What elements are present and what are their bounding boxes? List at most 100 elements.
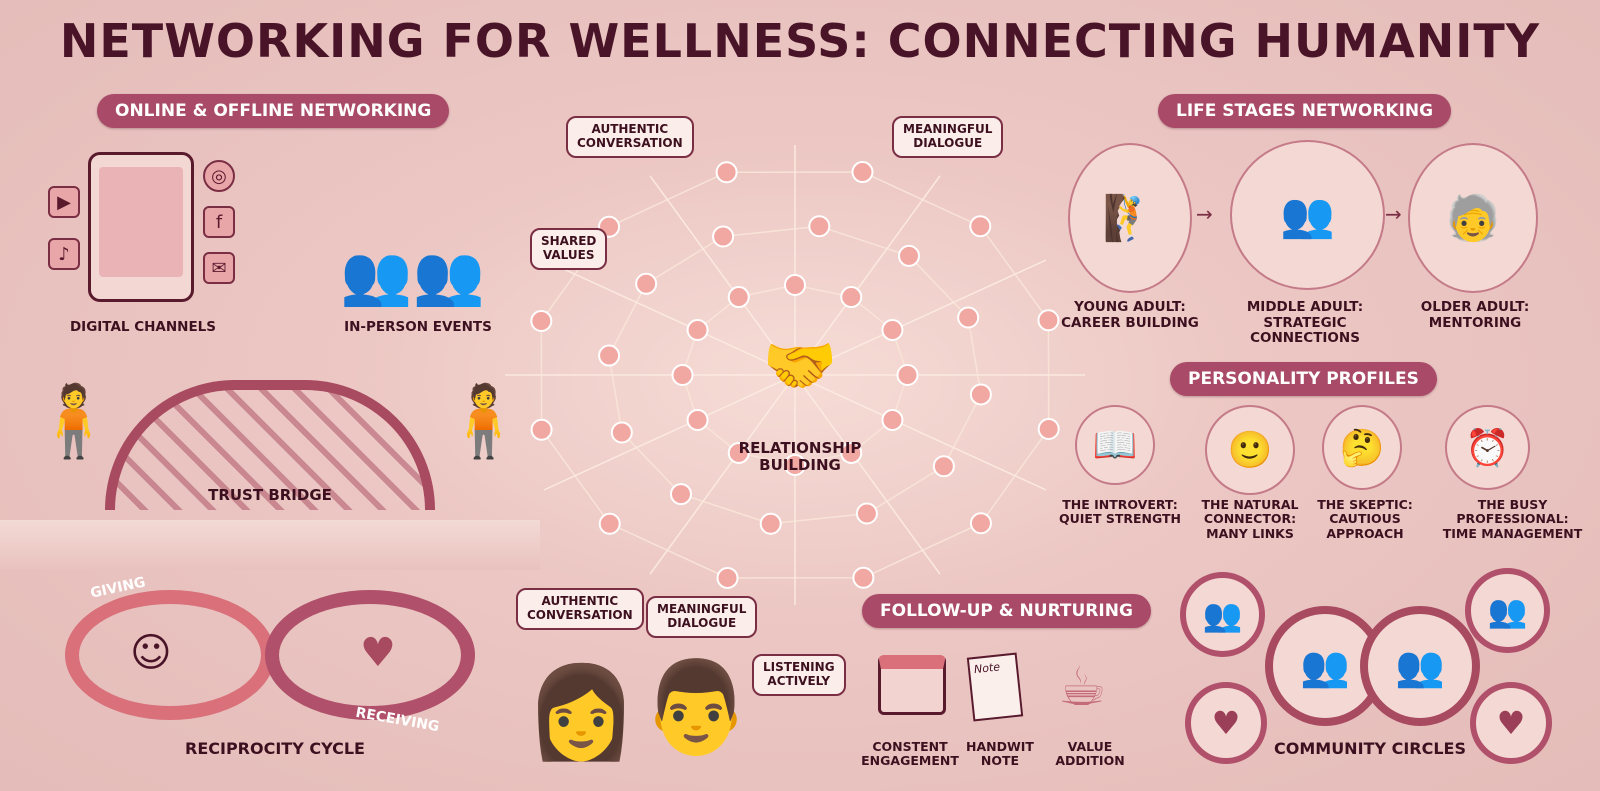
network-node — [712, 225, 735, 248]
woman-icon: 👩 — [525, 660, 638, 765]
middle-adult-illustration: 👥 — [1230, 140, 1385, 290]
tablet-icon — [88, 152, 194, 302]
in-person-events-label: IN-PERSON EVENTS — [344, 319, 492, 335]
web-spoke — [794, 374, 1047, 491]
personality-pill: PERSONALITY PROFILES — [1170, 362, 1437, 396]
network-node — [852, 566, 875, 589]
man-icon: 👨 — [640, 655, 753, 760]
tiktok-icon: ♪ — [48, 238, 80, 270]
life-stages-pill: LIFE STAGES NETWORKING — [1158, 94, 1452, 128]
personality-label: THE INTROVERT: QUIET STRENGTH — [1058, 497, 1182, 527]
network-node — [784, 454, 806, 476]
network-node — [881, 409, 904, 431]
globe-icon: ◎ — [203, 160, 235, 192]
network-node — [530, 418, 553, 441]
mail-icon: ✉ — [203, 252, 235, 284]
speech-bubble: AUTHENTIC CONVERSATION — [516, 588, 644, 630]
reciprocity-cycle-label: RECIPROCITY CYCLE — [185, 739, 365, 758]
introvert-illustration: 📖 — [1075, 405, 1155, 485]
network-node — [957, 306, 980, 329]
web-spoke — [794, 374, 941, 575]
network-node — [898, 244, 921, 267]
network-node — [530, 310, 553, 333]
people-group-icon: 👥👥 — [340, 241, 485, 309]
network-node — [669, 483, 692, 506]
life-stage-label: MIDDLE ADULT: STRATEGIC CONNECTIONS — [1246, 299, 1364, 347]
community-circle: 👥 — [1180, 572, 1265, 657]
network-node — [635, 272, 658, 295]
community-circles-label: COMMUNITY CIRCLES — [1274, 739, 1466, 758]
connector-illustration: 🙂 — [1205, 405, 1295, 495]
network-node — [686, 319, 709, 341]
network-node — [686, 409, 709, 431]
network-node — [716, 566, 739, 589]
web-spoke — [794, 259, 1047, 376]
network-node — [610, 421, 633, 444]
speech-bubble: MEANINGFUL DIALOGUE — [646, 596, 758, 638]
community-circle: 👥 — [1360, 606, 1480, 726]
personality-label: THE SKEPTIC: CAUTIOUS APPROACH — [1317, 497, 1413, 541]
skeptic-illustration: 🤔 — [1322, 405, 1402, 490]
network-node — [727, 286, 750, 309]
followup-item: HANDWIT NOTE — [966, 739, 1034, 769]
network-node — [1037, 309, 1060, 332]
network-node — [727, 441, 750, 464]
followup-item: CONSTENT ENGAGEMENT — [861, 739, 959, 769]
network-node — [784, 274, 806, 296]
community-circle: 👥 — [1465, 568, 1550, 653]
speech-bubble: SHARED VALUES — [530, 228, 608, 270]
network-node — [1037, 417, 1060, 440]
person-left-icon: 🧍 — [30, 380, 118, 462]
network-node — [855, 502, 878, 525]
young-adult-illustration: 🧗 — [1068, 143, 1192, 293]
web-spoke — [794, 175, 941, 376]
speech-bubble: LISTENING ACTIVELY — [752, 654, 846, 696]
relationship-building-label: RELATIONSHIP BUILDING — [738, 439, 862, 475]
web-spoke — [649, 374, 796, 575]
network-node — [969, 383, 992, 406]
network-node — [598, 512, 621, 535]
older-adult-illustration: 🧓 — [1408, 143, 1538, 293]
trust-bridge-label: TRUST BRIDGE — [208, 486, 332, 504]
followup-item: VALUE ADDITION — [1055, 739, 1125, 769]
web-spoke — [543, 374, 796, 491]
coffee-cup-icon: ☕ — [1058, 655, 1107, 718]
note-icon: Note — [966, 652, 1024, 722]
water — [0, 520, 540, 570]
handshake-icon: 🤝 — [762, 330, 838, 401]
life-stage-label: OLDER ADULT: MENTORING — [1420, 299, 1530, 331]
network-node — [759, 512, 782, 535]
busy-professional-illustration: ⏰ — [1445, 405, 1530, 490]
arrow-right-icon: → — [1385, 202, 1402, 226]
video-icon: ▶ — [48, 186, 80, 218]
network-node — [896, 364, 919, 386]
network-node — [715, 161, 738, 184]
web-spoke — [649, 175, 796, 376]
online-offline-pill: ONLINE & OFFLINE NETWORKING — [97, 94, 450, 128]
network-node — [671, 364, 694, 386]
page-title: NETWORKING FOR WELLNESS: CONNECTING HUMA… — [59, 14, 1541, 68]
network-node — [932, 455, 955, 478]
heart-giving-icon: ♥ — [360, 630, 396, 676]
network-node — [881, 319, 904, 341]
community-circle: 👥 — [1265, 606, 1385, 726]
personality-label: THE NATURAL CONNECTOR: MANY LINKS — [1201, 497, 1299, 541]
network-node — [840, 286, 863, 309]
person-right-icon: 🧍 — [440, 380, 528, 462]
network-node — [969, 215, 992, 238]
speech-bubble: AUTHENTIC CONVERSATION — [566, 116, 694, 158]
network-node — [840, 441, 863, 464]
speech-bubble: MEANINGFUL DIALOGUE — [892, 116, 1004, 158]
calendar-icon — [878, 655, 946, 715]
heart-hand-circle: ♥ — [1470, 682, 1552, 764]
network-node — [808, 215, 831, 238]
arrow-right-icon: → — [1196, 202, 1213, 226]
followup-pill: FOLLOW-UP & NURTURING — [862, 594, 1151, 628]
personality-label: THE BUSY PROFESSIONAL: TIME MANAGEMENT — [1442, 497, 1583, 541]
network-node — [598, 344, 621, 367]
network-node — [969, 512, 992, 535]
network-node — [851, 161, 874, 184]
web-spoke — [543, 259, 796, 376]
heart-hands-circle: ♥ — [1185, 682, 1267, 764]
